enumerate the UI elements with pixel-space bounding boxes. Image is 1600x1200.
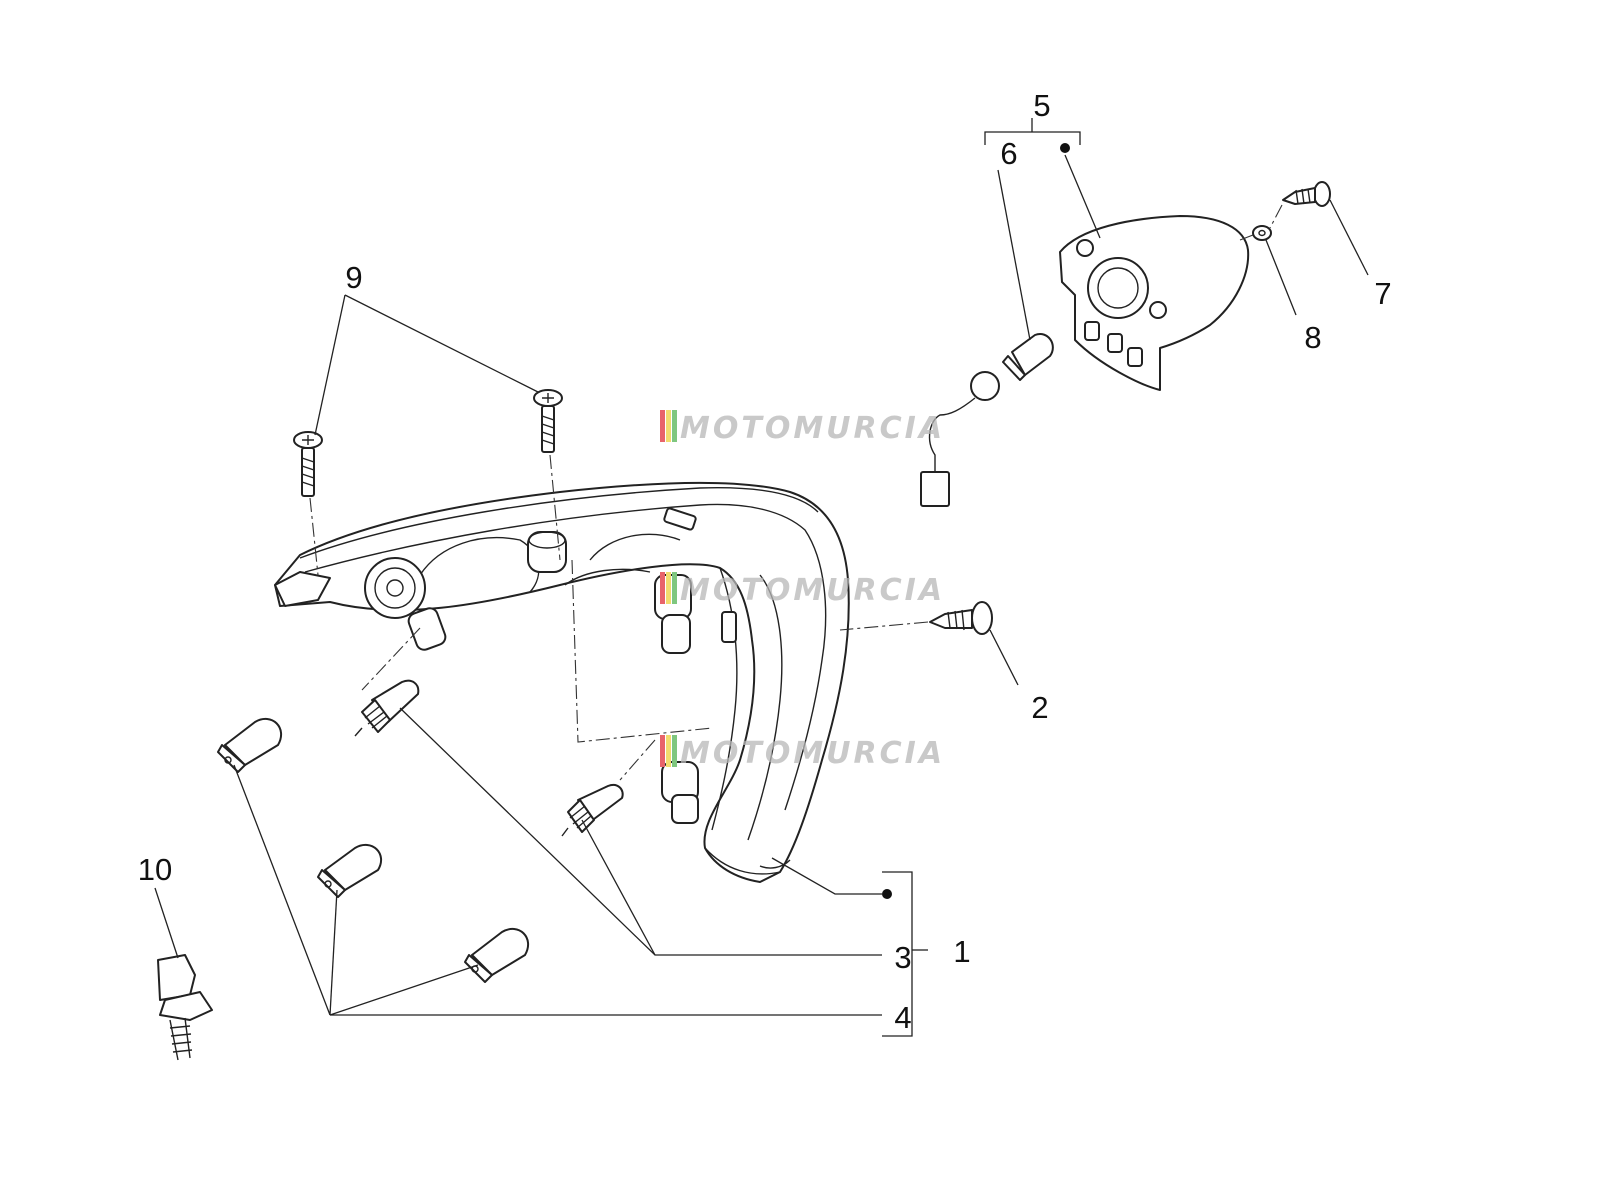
watermark-text-3: MOTOMURCIA [680, 736, 945, 771]
watermark-text-2: MOTOMURCIA [680, 573, 945, 608]
watermark-2: MOTOMURCIA [660, 572, 945, 608]
bulb-4-bottom [464, 927, 530, 983]
cable-clip-10 [157, 954, 213, 1061]
callout-10: 10 [138, 852, 172, 887]
callout-1: 1 [953, 934, 970, 969]
callout-9: 9 [345, 260, 362, 295]
screw-7 [1282, 181, 1331, 207]
watermark-1: MOTOMURCIA [660, 410, 945, 446]
assembly-lines [309, 204, 1283, 781]
callout-3: 3 [894, 940, 911, 975]
callout-7: 7 [1374, 276, 1391, 311]
bulb-3-lower [561, 784, 624, 837]
bulb-socket-middle [527, 531, 567, 573]
watermark-3: MOTOMURCIA [660, 735, 945, 771]
callout-4: 4 [894, 1000, 911, 1035]
callout-2: 2 [1031, 690, 1048, 725]
washer-8 [1252, 225, 1272, 241]
plate-light-bulb-6 [920, 333, 1054, 507]
bulb-3-upper [354, 679, 420, 737]
callout-5: 5 [1033, 88, 1050, 123]
leader-lines [154, 118, 1369, 1037]
screw-2 [929, 601, 993, 635]
callout-6: 6 [1000, 136, 1017, 171]
watermark-text-1: MOTOMURCIA [680, 411, 945, 446]
screw-9-right [533, 389, 563, 453]
taillight-housing [274, 481, 850, 883]
bulb-4-middle [317, 843, 383, 898]
plate-light-housing [1059, 215, 1250, 391]
bulb-socket-left [364, 557, 447, 651]
callout-8: 8 [1304, 320, 1321, 355]
bulb-socket-right-lower [661, 761, 699, 824]
bulb-4-top [217, 717, 283, 773]
screw-9-left [293, 431, 323, 497]
